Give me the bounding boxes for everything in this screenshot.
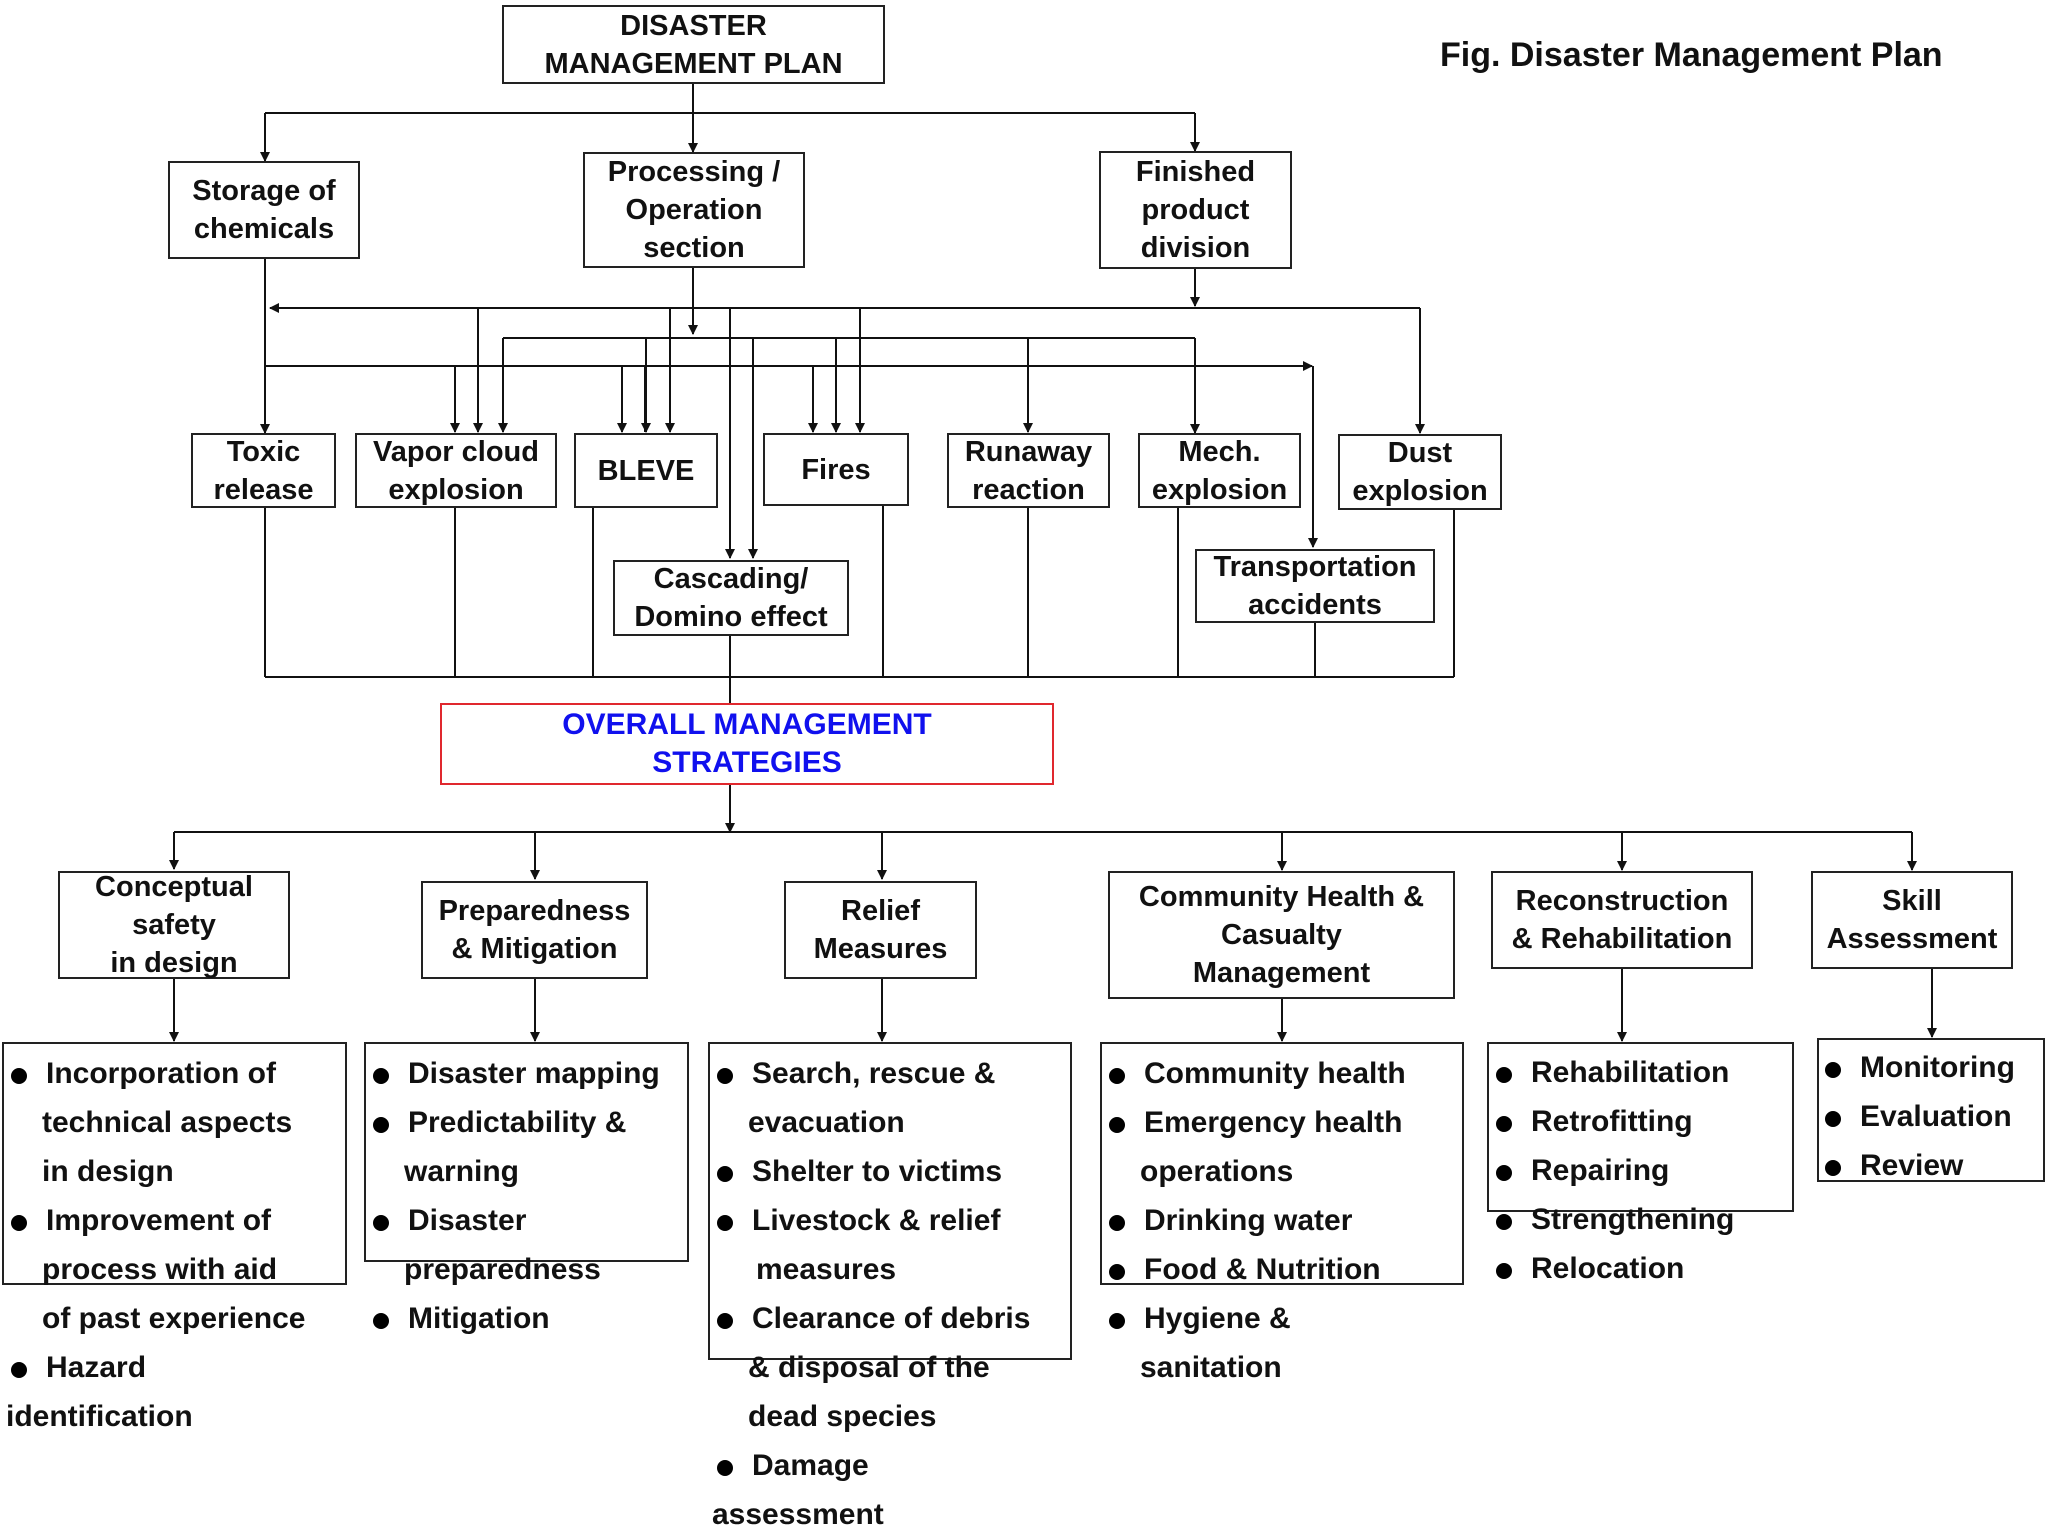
reconstruction-list-frame <box>1487 1042 1794 1212</box>
list-item: Review <box>1822 1141 2015 1190</box>
conceptual-list-frame <box>2 1042 347 1285</box>
runaway-reaction-box: Runaway reaction <box>947 433 1110 508</box>
dust-explosion-box: Dust explosion <box>1338 434 1502 510</box>
fires-box: Fires <box>763 433 909 506</box>
list-item: Improvement of <box>8 1196 271 1245</box>
list-item-continuation: warning <box>404 1155 520 1188</box>
list-item: Hazard <box>8 1343 146 1392</box>
list-item: Community health <box>1106 1049 1406 1098</box>
list-item-continuation: dead species <box>748 1400 937 1433</box>
preparedness-list-frame <box>364 1042 689 1262</box>
list-item-continuation: operations <box>1140 1155 1294 1188</box>
preparedness-mitigation-box: Preparedness & Mitigation <box>421 881 648 979</box>
list-item: Monitoring <box>1822 1043 2015 1092</box>
list-item-continuation: identification <box>6 1400 193 1433</box>
list-item: Relocation <box>1493 1244 1734 1293</box>
conceptual-list: Incorporation of <box>8 1049 276 1098</box>
storage-of-chemicals-box: Storage of chemicals <box>168 161 360 259</box>
list-item-continuation: in design <box>42 1155 174 1188</box>
list-item-continuation: technical aspects <box>42 1106 293 1139</box>
cascading-domino-effect-box: Cascading/ Domino effect <box>613 560 849 636</box>
relief-list-frame <box>708 1042 1072 1360</box>
community-list: Community health Emergency health <box>1106 1049 1406 1147</box>
community-health-box: Community Health & Casualty Management <box>1108 871 1455 999</box>
reconstruction-rehabilitation-box: Reconstruction & Rehabilitation <box>1491 871 1753 969</box>
list-item-continuation: assessment <box>712 1498 884 1531</box>
relief-list: Clearance of debris <box>714 1294 1030 1343</box>
overall-management-strategies-box: OVERALL MANAGEMENT STRATEGIES <box>440 703 1054 785</box>
list-item: Emergency health <box>1106 1098 1406 1147</box>
disaster-management-plan-box: DISASTER MANAGEMENT PLAN <box>502 5 885 84</box>
list-item-continuation: process with aid <box>42 1253 278 1286</box>
list-item: Retrofitting <box>1493 1097 1734 1146</box>
preparedness-list: Disaster mapping Predictability & <box>370 1049 660 1147</box>
relief-measures-box: Relief Measures <box>784 881 977 979</box>
list-item: Disaster mapping <box>370 1049 660 1098</box>
vapor-cloud-explosion-box: Vapor cloud explosion <box>355 433 557 508</box>
conceptual-list: Improvement of <box>8 1196 271 1245</box>
reconstruction-list: Rehabilitation Retrofitting Repairing St… <box>1493 1048 1734 1293</box>
list-item-continuation: measures <box>756 1253 897 1286</box>
toxic-release-box: Toxic release <box>191 433 336 508</box>
list-item: Strengthening <box>1493 1195 1734 1244</box>
list-item: Hygiene & <box>1106 1294 1381 1343</box>
bleve-box: BLEVE <box>574 433 718 508</box>
skill-assessment-box: Skill Assessment <box>1811 871 2013 969</box>
mech-explosion-box: Mech. explosion <box>1138 433 1301 508</box>
conceptual-list: Hazard <box>8 1343 146 1392</box>
community-list: Drinking water Food & Nutrition Hygiene … <box>1106 1196 1381 1343</box>
processing-operation-box: Processing / Operation section <box>583 152 805 268</box>
list-item: Repairing <box>1493 1146 1734 1195</box>
list-item: Search, rescue & <box>714 1049 995 1098</box>
list-item: Damage <box>714 1441 869 1490</box>
list-item: Disaster <box>370 1196 526 1245</box>
list-item: Clearance of debris <box>714 1294 1030 1343</box>
figure-caption: Fig. Disaster Management Plan <box>1440 36 1943 74</box>
preparedness-list: Mitigation <box>370 1294 550 1343</box>
list-item: Drinking water <box>1106 1196 1381 1245</box>
list-item-continuation: preparedness <box>404 1253 601 1286</box>
list-item-continuation: sanitation <box>1140 1351 1282 1384</box>
relief-list: Shelter to victims Livestock & relief <box>714 1147 1002 1245</box>
community-list-frame <box>1100 1042 1464 1285</box>
list-item: Rehabilitation <box>1493 1048 1734 1097</box>
relief-list: Damage <box>714 1441 869 1490</box>
skill-list: Monitoring Evaluation Review <box>1822 1043 2015 1190</box>
list-item-continuation: of past experience <box>42 1302 306 1335</box>
list-item-continuation: evacuation <box>748 1106 905 1139</box>
list-item: Mitigation <box>370 1294 550 1343</box>
preparedness-list: Disaster <box>370 1196 526 1245</box>
list-item: Incorporation of <box>8 1049 276 1098</box>
list-item: Food & Nutrition <box>1106 1245 1381 1294</box>
relief-list: Search, rescue & <box>714 1049 995 1098</box>
transportation-accidents-box: Transportation accidents <box>1195 549 1435 623</box>
list-item: Predictability & <box>370 1098 660 1147</box>
list-item-continuation: & disposal of the <box>748 1351 990 1384</box>
conceptual-safety-box: Conceptual safety in design <box>58 871 290 979</box>
list-item: Shelter to victims <box>714 1147 1002 1196</box>
skill-list-frame <box>1817 1038 2045 1182</box>
finished-product-box: Finished product division <box>1099 151 1292 269</box>
list-item: Livestock & relief <box>714 1196 1002 1245</box>
list-item: Evaluation <box>1822 1092 2015 1141</box>
